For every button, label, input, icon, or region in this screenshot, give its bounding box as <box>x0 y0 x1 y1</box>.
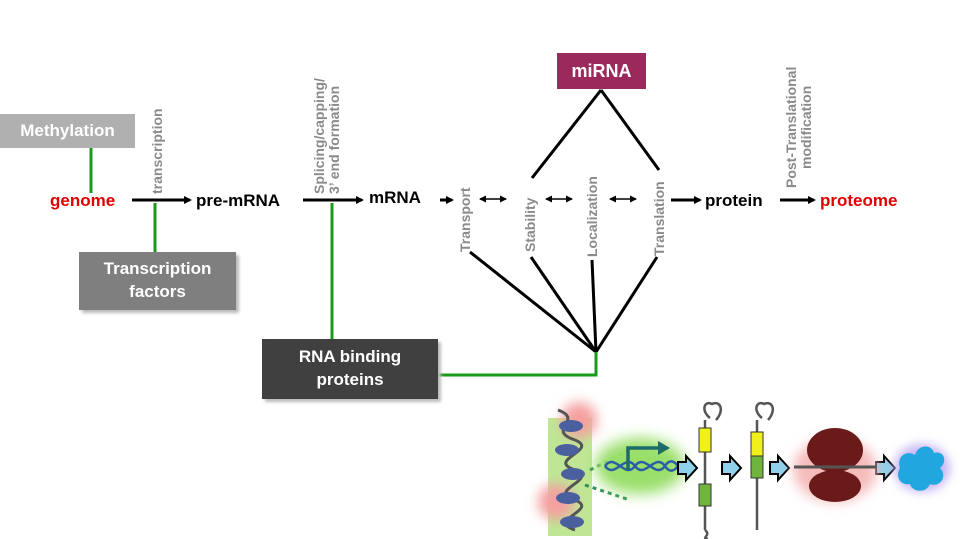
protein-icon <box>894 444 950 492</box>
splicing-line1: Splicing/capping/ <box>311 78 327 194</box>
genome-label: genome <box>50 191 116 210</box>
mrna-icon <box>750 401 775 530</box>
chromatin-icon <box>538 402 597 536</box>
stability-text: Stability <box>522 197 538 252</box>
transport-text: Transport <box>457 187 473 252</box>
hub-to-localization-line <box>590 259 598 353</box>
rbp-hub-links <box>469 250 659 354</box>
hub-to-transport-line <box>469 250 597 354</box>
proteome-label: proteome <box>820 191 898 210</box>
pathway-illustration <box>538 401 950 539</box>
transcription-dna-icon <box>595 438 685 494</box>
hub-to-translation-line <box>594 256 659 353</box>
rna-binding-proteins-line1: RNA binding <box>298 347 402 367</box>
rna-binding-proteins-line2: proteins <box>316 370 384 389</box>
ribosome-icon <box>793 428 877 502</box>
ptm-line1: Post-Translational <box>783 66 799 188</box>
mirna-links <box>530 89 661 179</box>
transcription-process-label: transcription <box>149 108 165 194</box>
localization-text: Localization <box>584 176 600 257</box>
transcription-factors-line1: Transcription <box>103 259 212 279</box>
stability-process-label: Stability <box>522 197 538 252</box>
protein-label: protein <box>705 191 763 210</box>
transcription-text: transcription <box>149 108 165 194</box>
methylation-box: Methylation <box>0 114 135 148</box>
hub-to-stability-line <box>529 256 598 353</box>
regulation-lines <box>89 148 598 377</box>
splicing-process-label: Splicing/capping/ 3’ end formation <box>311 78 342 194</box>
rbp-hub-line <box>438 352 598 377</box>
pre-mrna-label: pre-mRNA <box>196 191 281 210</box>
transcription-factors-box: Transcription factors <box>79 252 236 310</box>
pathway-arrows <box>677 453 897 483</box>
localization-process-label: Localization <box>584 176 600 257</box>
mirna-to-stability-line <box>530 89 603 179</box>
ptm-line2: modification <box>797 85 814 169</box>
mirna-box: miRNA <box>557 53 646 89</box>
transport-process-label: Transport <box>457 187 473 252</box>
ptm-process-label: Post-Translational modification <box>783 66 814 188</box>
translation-text: Translation <box>651 181 667 256</box>
methylation-label: Methylation <box>20 120 115 140</box>
transcription-factors-line2: factors <box>129 282 186 301</box>
translation-process-label: Translation <box>651 181 667 256</box>
splicing-line2: 3’ end formation <box>325 85 342 194</box>
rna-binding-proteins-box: RNA binding proteins <box>262 339 438 399</box>
mrna-label: mRNA <box>369 188 421 207</box>
mirna-to-translation-line <box>599 89 661 171</box>
pre-mrna-icon <box>698 401 723 539</box>
mirna-label: miRNA <box>571 60 632 81</box>
